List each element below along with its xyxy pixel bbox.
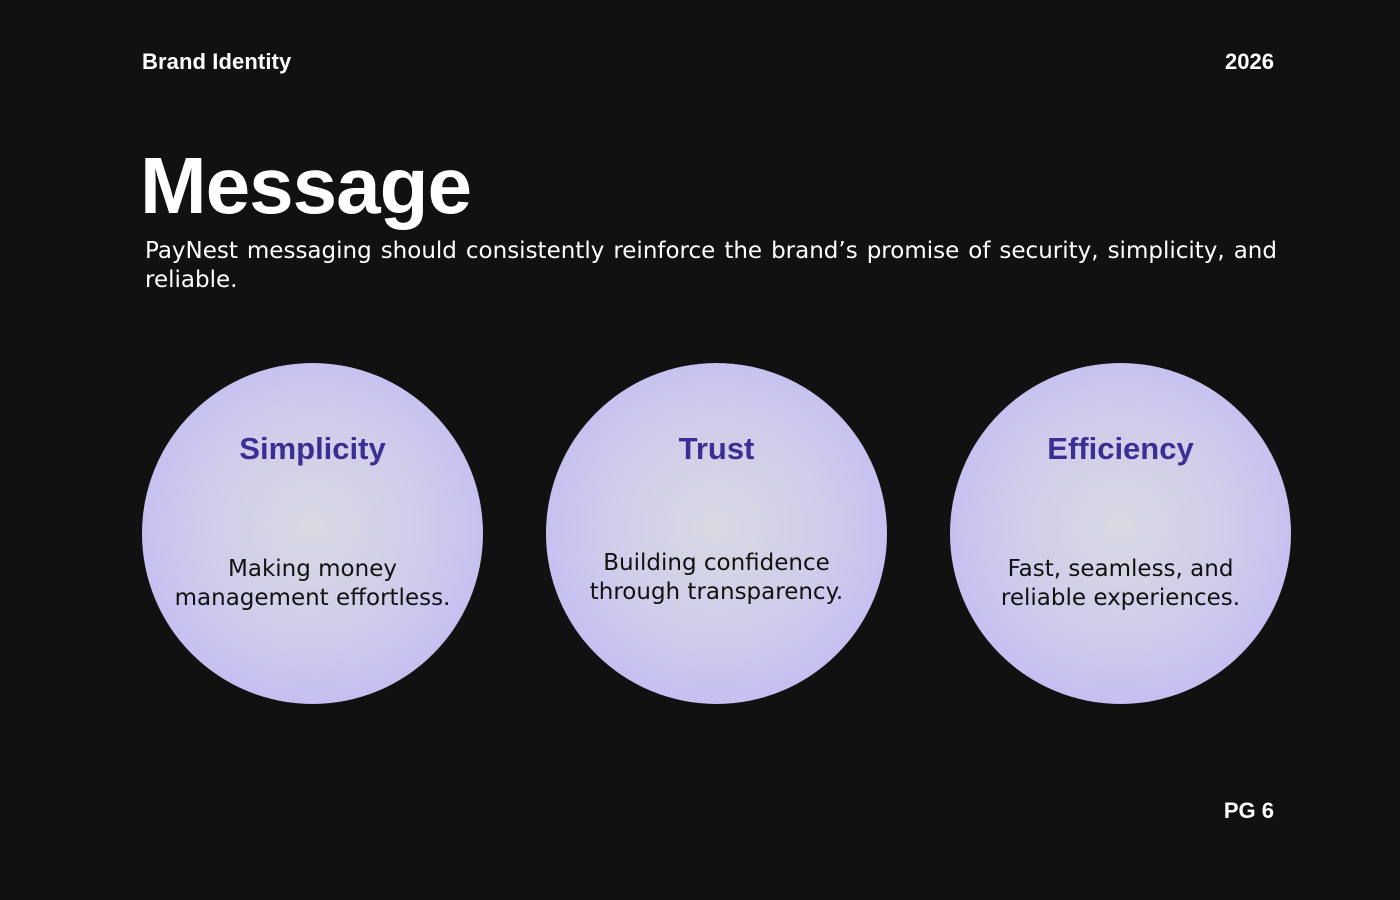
page-number: PG 6 bbox=[1223, 798, 1274, 823]
simplicity-description: Making money management effortless. bbox=[142, 555, 483, 613]
trust-description-line-1: Building confidence bbox=[603, 550, 830, 576]
efficiency-circle: Efficiency Fast, seamless, and reliable … bbox=[950, 363, 1291, 704]
trust-circle: Trust Building confidence through transp… bbox=[546, 363, 887, 704]
intro-paragraph: PayNest messaging should consistently re… bbox=[145, 238, 1277, 293]
efficiency-description-line-2: reliable experiences. bbox=[1000, 585, 1241, 611]
trust-title: Trust bbox=[678, 431, 755, 466]
trust-description-line-2: through transparency. bbox=[589, 579, 844, 605]
year-label: 2026 bbox=[1225, 49, 1274, 74]
page-title: Message bbox=[140, 141, 472, 230]
brand-identity-label: Brand Identity bbox=[142, 49, 292, 74]
simplicity-circle: Simplicity Making money management effor… bbox=[142, 363, 483, 704]
simplicity-description-line-2: management effortless. bbox=[174, 585, 451, 611]
efficiency-description-line-1: Fast, seamless, and bbox=[1007, 556, 1234, 582]
simplicity-title: Simplicity bbox=[239, 431, 386, 466]
trust-description: Building confidence through transparency… bbox=[546, 549, 887, 607]
efficiency-title: Efficiency bbox=[1047, 431, 1194, 466]
efficiency-description: Fast, seamless, and reliable experiences… bbox=[950, 555, 1291, 613]
simplicity-description-line-1: Making money bbox=[228, 556, 397, 582]
